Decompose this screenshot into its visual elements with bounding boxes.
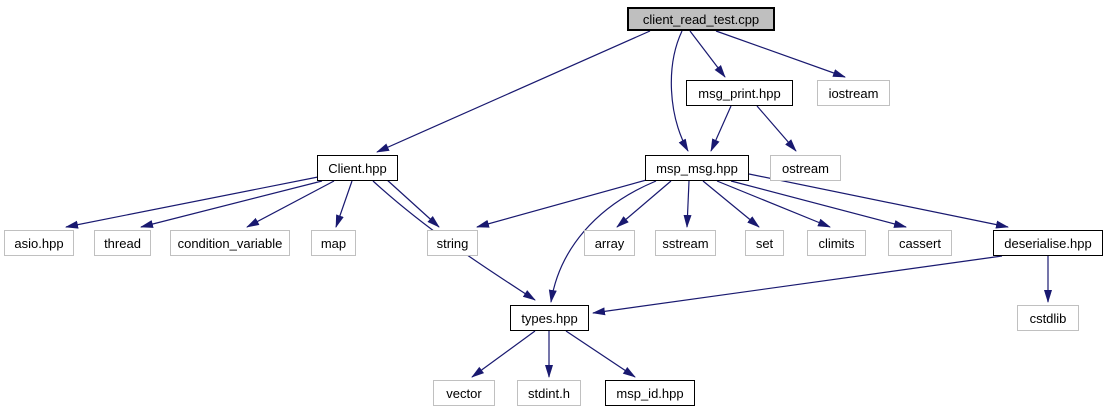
node-iostream: iostream <box>817 80 890 106</box>
edge-client_read_test.cpp-to-Client.hpp <box>376 30 651 153</box>
node-ostream: ostream <box>770 155 841 181</box>
edge-Client.hpp-to-string <box>385 178 440 228</box>
edge-client_read_test.cpp-to-msp_msg.hpp <box>670 30 689 152</box>
node-cstdlib: cstdlib <box>1017 305 1079 331</box>
edge-Client.hpp-to-map <box>335 180 353 228</box>
edge-Client.hpp-to-thread <box>140 180 323 228</box>
node-stdint-h: stdint.h <box>517 380 581 406</box>
edge-msg_print.hpp-to-msp_msg.hpp <box>710 105 732 152</box>
node-client-read-test-cpp: client_read_test.cpp <box>627 7 775 31</box>
node-string: string <box>427 230 478 256</box>
edge-Client.hpp-to-condition_variable <box>246 180 335 228</box>
node-map: map <box>311 230 356 256</box>
edge-msg_print.hpp-to-ostream <box>756 105 797 152</box>
edge-msp_msg.hpp-to-sstream <box>683 180 692 228</box>
edge-msp_msg.hpp-to-deserialise.hpp <box>748 173 1009 229</box>
node-msg-print-hpp[interactable]: msg_print.hpp <box>686 80 793 106</box>
edge-client_read_test.cpp-to-msg_print.hpp <box>689 30 726 78</box>
node-deserialise-hpp[interactable]: deserialise.hpp <box>993 230 1103 256</box>
edge-msp_msg.hpp-to-set <box>702 180 760 228</box>
edge-msp_msg.hpp-to-climits <box>716 180 831 228</box>
edge-msp_msg.hpp-to-array <box>616 180 672 228</box>
edge-Client.hpp-to-asio.hpp <box>65 176 319 229</box>
edge-msp_msg.hpp-to-string <box>476 178 651 228</box>
edge-types.hpp-to-vector <box>471 330 536 378</box>
edge-client_read_test.cpp-to-iostream <box>715 30 846 78</box>
node-condition-variable: condition_variable <box>170 230 290 256</box>
node-asio-hpp: asio.hpp <box>4 230 74 256</box>
node-set: set <box>745 230 784 256</box>
edge-deserialise.hpp-to-types.hpp <box>592 255 1003 316</box>
node-vector: vector <box>433 380 495 406</box>
node-msp-id-hpp[interactable]: msp_id.hpp <box>605 380 695 406</box>
node-thread: thread <box>94 230 151 256</box>
edge-msp_msg.hpp-to-cassert <box>730 180 907 228</box>
node-sstream: sstream <box>655 230 716 256</box>
node-array: array <box>584 230 635 256</box>
node-client-hpp[interactable]: Client.hpp <box>317 155 398 181</box>
node-cassert: cassert <box>888 230 952 256</box>
node-types-hpp[interactable]: types.hpp <box>510 305 589 331</box>
edge-types.hpp-to-msp_id.hpp <box>565 330 636 378</box>
node-msp-msg-hpp[interactable]: msp_msg.hpp <box>645 155 749 181</box>
node-climits: climits <box>807 230 866 256</box>
